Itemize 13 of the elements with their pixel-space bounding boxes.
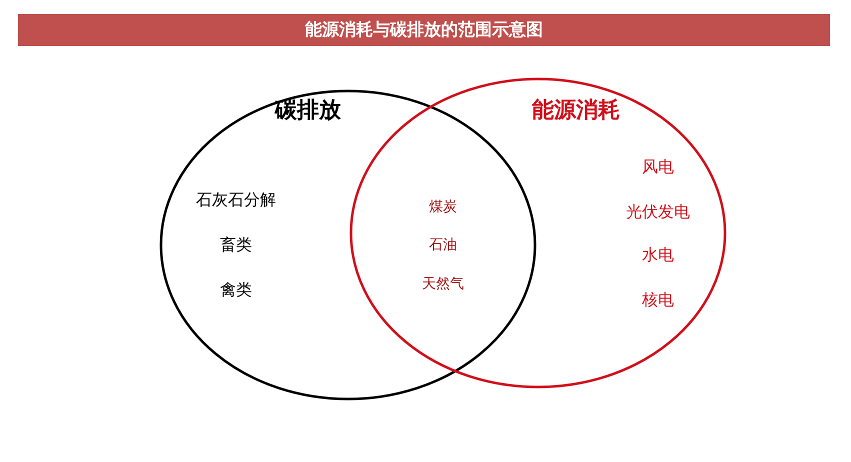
circle-heading: 能源消耗 (532, 97, 620, 125)
category-label: 石灰石分解 (196, 190, 276, 211)
venn-circle (350, 78, 726, 388)
category-label: 光伏发电 (626, 202, 690, 223)
category-label: 煤炭 (429, 198, 457, 216)
category-label: 天然气 (422, 275, 464, 293)
category-label: 水电 (642, 245, 674, 266)
category-label: 畜类 (220, 235, 252, 256)
category-label: 石油 (429, 236, 457, 254)
category-label: 风电 (642, 157, 674, 178)
category-label: 禽类 (220, 280, 252, 301)
title-bar: 能源消耗与碳排放的范围示意图 (18, 14, 830, 46)
category-label: 核电 (642, 290, 674, 311)
